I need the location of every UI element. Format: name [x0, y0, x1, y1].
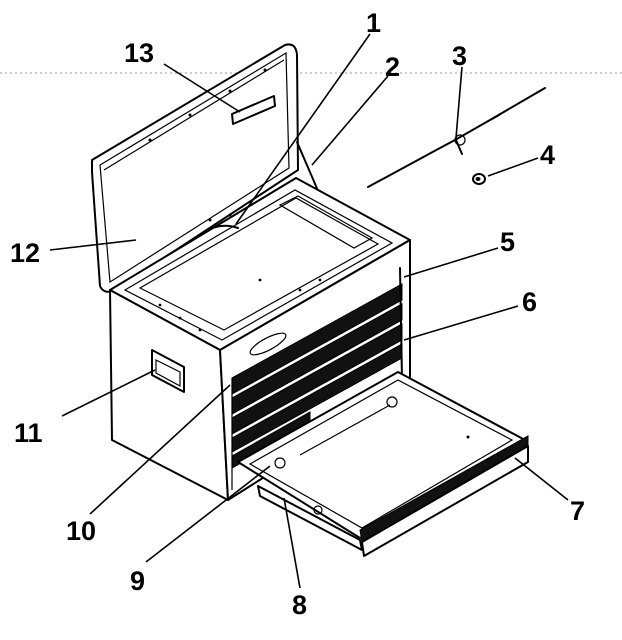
callout-1: 1 [366, 8, 381, 38]
drawer-roller [274, 457, 286, 469]
callout-7: 7 [570, 496, 585, 526]
lid-name-plate [231, 95, 276, 125]
key-rod [367, 87, 546, 188]
chest-front [219, 239, 411, 501]
callout-9: 9 [130, 566, 145, 596]
chest-left-side [109, 289, 229, 501]
callout-labels: 1 2 3 4 5 6 7 8 9 10 11 12 13 [10, 8, 585, 620]
callout-13: 13 [124, 38, 154, 68]
drawer-roller [313, 505, 323, 515]
leader-lines [49, 33, 569, 589]
callout-11: 11 [14, 418, 43, 448]
callout-8: 8 [292, 590, 307, 620]
callout-4: 4 [540, 140, 555, 170]
tray-latch [204, 224, 239, 233]
top-rivets [158, 278, 322, 332]
callout-2: 2 [385, 52, 400, 82]
drawer-slide [399, 267, 403, 381]
front-badge [249, 332, 287, 356]
callout-5: 5 [500, 227, 515, 257]
callout-6: 6 [522, 287, 537, 317]
tray [278, 195, 374, 249]
drawer-roller [386, 396, 398, 408]
drawer-stack [231, 283, 403, 490]
lock-cylinder [472, 173, 486, 185]
callout-12: 12 [10, 238, 40, 268]
side-handle [151, 349, 185, 393]
callout-10: 10 [66, 516, 96, 546]
lid-rivets [148, 68, 267, 222]
callout-3: 3 [452, 41, 467, 71]
